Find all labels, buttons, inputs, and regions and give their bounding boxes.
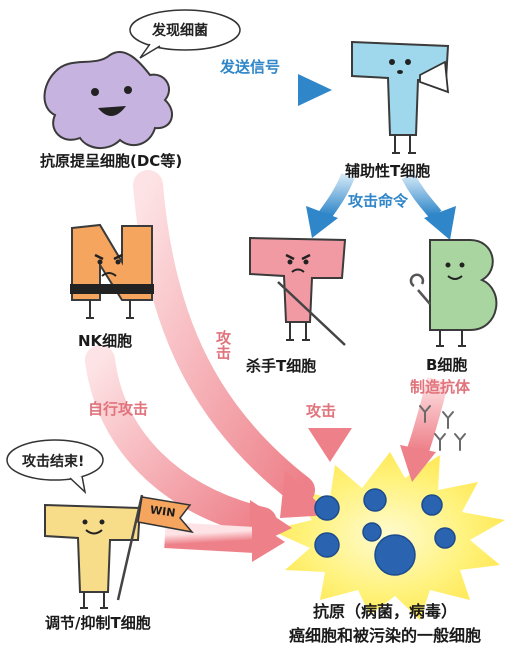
target-label: 抗原（病菌，病毒） 癌细胞和被污染的一般细胞 bbox=[250, 600, 520, 648]
nk-belt bbox=[70, 284, 154, 294]
helper-t-label: 辅助性T细胞 bbox=[345, 162, 431, 180]
send-signal-label: 发送信号 bbox=[220, 58, 281, 76]
regulatory-t-cell bbox=[6, 439, 194, 609]
b-cell-arrow-head bbox=[400, 445, 436, 482]
dc-speech-bubble bbox=[129, 9, 241, 51]
wrench-icon bbox=[409, 273, 431, 305]
nk-cell-label: NK细胞 bbox=[78, 332, 133, 350]
dc-speech-text: 发现细菌 bbox=[152, 23, 208, 39]
win-flag bbox=[137, 496, 194, 534]
pathogen bbox=[314, 495, 340, 521]
antibodies bbox=[419, 405, 466, 451]
b-cell-arrow bbox=[407, 377, 449, 454]
dc-cell bbox=[43, 9, 241, 149]
regulatory-speech-text: 攻击结束! bbox=[22, 454, 85, 470]
regulatory-arrow-head bbox=[252, 520, 285, 562]
killer-t-label: 杀手T细胞 bbox=[246, 357, 317, 375]
regulatory-arrow bbox=[164, 522, 256, 553]
attack-order-label: 攻击命令 bbox=[348, 192, 409, 210]
b-cell-label: B细胞 bbox=[426, 356, 468, 374]
attack-order-arrow-left-head bbox=[306, 206, 338, 238]
killer-attack-label: 攻击 bbox=[306, 402, 337, 420]
pathogen bbox=[362, 522, 382, 542]
dc-attack-arrow bbox=[133, 170, 315, 505]
dc-cell-label: 抗原提呈细胞(DC等) bbox=[40, 152, 183, 170]
killer-t-cell bbox=[249, 236, 347, 346]
b-cell bbox=[409, 239, 498, 347]
nk-self-attack-arrow bbox=[85, 345, 277, 537]
attack-order-arrow-right bbox=[401, 172, 442, 220]
pathogen bbox=[421, 494, 443, 516]
dc-cell-body bbox=[43, 51, 174, 149]
send-signal-arrow-head bbox=[298, 74, 332, 106]
target-line-1: 抗原（病菌，病毒） bbox=[312, 602, 457, 621]
killer-attack-arrow-head bbox=[308, 428, 352, 462]
target-line-2: 癌细胞和被污染的一般细胞 bbox=[288, 626, 481, 645]
pathogen bbox=[363, 488, 387, 512]
regulatory-speech-bubble bbox=[6, 439, 104, 481]
attack-order-arrow-right-head bbox=[424, 206, 456, 240]
attack-order-arrow-left bbox=[319, 173, 355, 220]
helper-t-cell bbox=[351, 40, 450, 154]
megaphone-icon bbox=[419, 60, 450, 94]
nk-cell bbox=[70, 223, 154, 319]
pathogen bbox=[434, 527, 456, 549]
sword-icon bbox=[277, 281, 346, 346]
pathogen bbox=[314, 532, 340, 558]
pathogen bbox=[374, 534, 416, 576]
self-attack-label: 自行攻击 bbox=[88, 400, 149, 418]
make-antibody-label: 制造抗体 bbox=[410, 378, 471, 396]
flag-pole bbox=[116, 494, 144, 601]
dc-attack-label: 攻击 bbox=[214, 330, 232, 360]
pathogens bbox=[314, 488, 456, 576]
regulatory-t-label: 调节/抑制T细胞 bbox=[45, 614, 151, 632]
